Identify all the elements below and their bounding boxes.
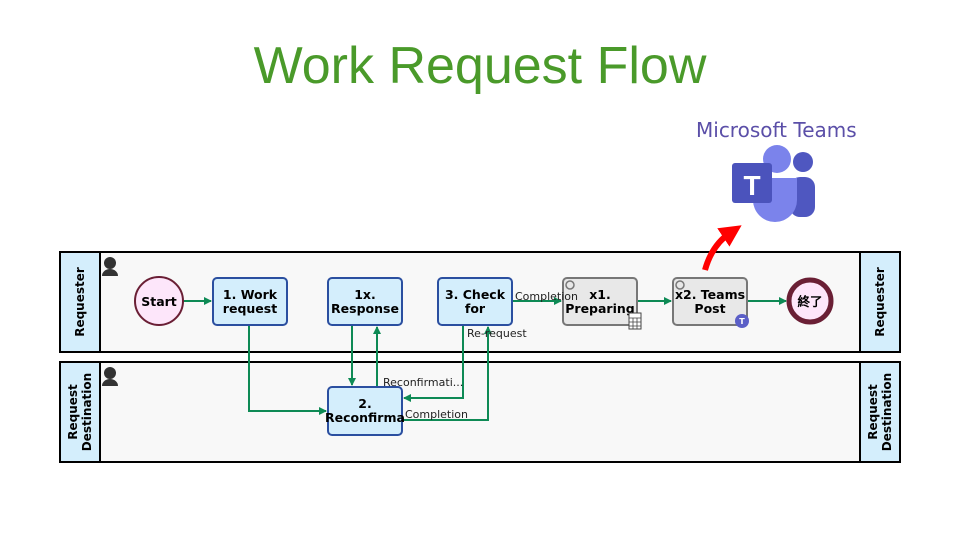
task-reconfirma[interactable]: 2. Reconfirma xyxy=(325,386,405,436)
task-preparing[interactable]: x1. Preparing xyxy=(562,277,642,330)
edge-label-completion: Completion xyxy=(515,290,578,303)
svg-text:3. Check: 3. Check xyxy=(445,287,506,302)
task-work-request[interactable]: 1. Work request xyxy=(212,277,288,326)
lane-label-right-line1: Request xyxy=(866,384,880,440)
start-event[interactable]: Start xyxy=(134,276,184,326)
lane-label-line2: Destination xyxy=(80,373,94,451)
lane-label-right: Requester xyxy=(873,267,887,337)
svg-text:x2. Teams: x2. Teams xyxy=(675,287,745,302)
svg-text:T: T xyxy=(743,170,760,201)
svg-text:1. Work: 1. Work xyxy=(223,287,278,302)
task-response[interactable]: 1x. Response xyxy=(327,277,403,326)
edge-check-reconfirma[interactable] xyxy=(403,325,464,402)
edge-reconfirma-check[interactable] xyxy=(402,326,492,421)
svg-text:x1.: x1. xyxy=(589,287,611,302)
edge-label-reconfirmation: Reconfirmati... xyxy=(383,376,463,389)
edge-label-completion-bottom: Completion xyxy=(405,408,468,421)
svg-text:for: for xyxy=(465,301,486,316)
lane-request-destination: Request Destination Request Destination xyxy=(59,361,901,463)
flow-edges xyxy=(183,297,787,421)
end-event[interactable]: 終了 xyxy=(786,277,834,325)
svg-text:T: T xyxy=(739,317,745,326)
calculator-icon xyxy=(628,312,642,330)
highlight-arrow xyxy=(702,225,742,271)
person-icon xyxy=(102,367,118,386)
edge-label-re-request: Re-request xyxy=(467,327,527,340)
svg-text:Response: Response xyxy=(331,301,399,316)
gear-icon xyxy=(565,280,575,290)
microsoft-teams-icon: T xyxy=(732,145,815,222)
page-title: Work Request Flow xyxy=(253,37,707,95)
svg-text:終了: 終了 xyxy=(797,294,822,309)
teams-badge-icon: T xyxy=(735,314,749,328)
edge-work-reconfirma[interactable] xyxy=(248,325,327,415)
svg-text:Preparing: Preparing xyxy=(565,301,634,316)
svg-text:Reconfirma: Reconfirma xyxy=(325,410,405,425)
teams-label: Microsoft Teams xyxy=(696,118,857,142)
svg-text:1x.: 1x. xyxy=(354,287,376,302)
person-icon xyxy=(102,257,118,276)
task-teams-post[interactable]: x2. Teams Post T xyxy=(672,277,749,328)
lane-label-right-line2: Destination xyxy=(880,373,894,451)
svg-text:request: request xyxy=(223,301,277,316)
gear-icon xyxy=(675,280,685,290)
svg-text:2.: 2. xyxy=(358,396,371,411)
task-check-for[interactable]: 3. Check for xyxy=(437,277,513,326)
lane-label-line1: Request xyxy=(66,384,80,440)
svg-text:Start: Start xyxy=(141,294,177,309)
svg-text:Post: Post xyxy=(694,301,725,316)
lane-label: Requester xyxy=(73,267,87,337)
